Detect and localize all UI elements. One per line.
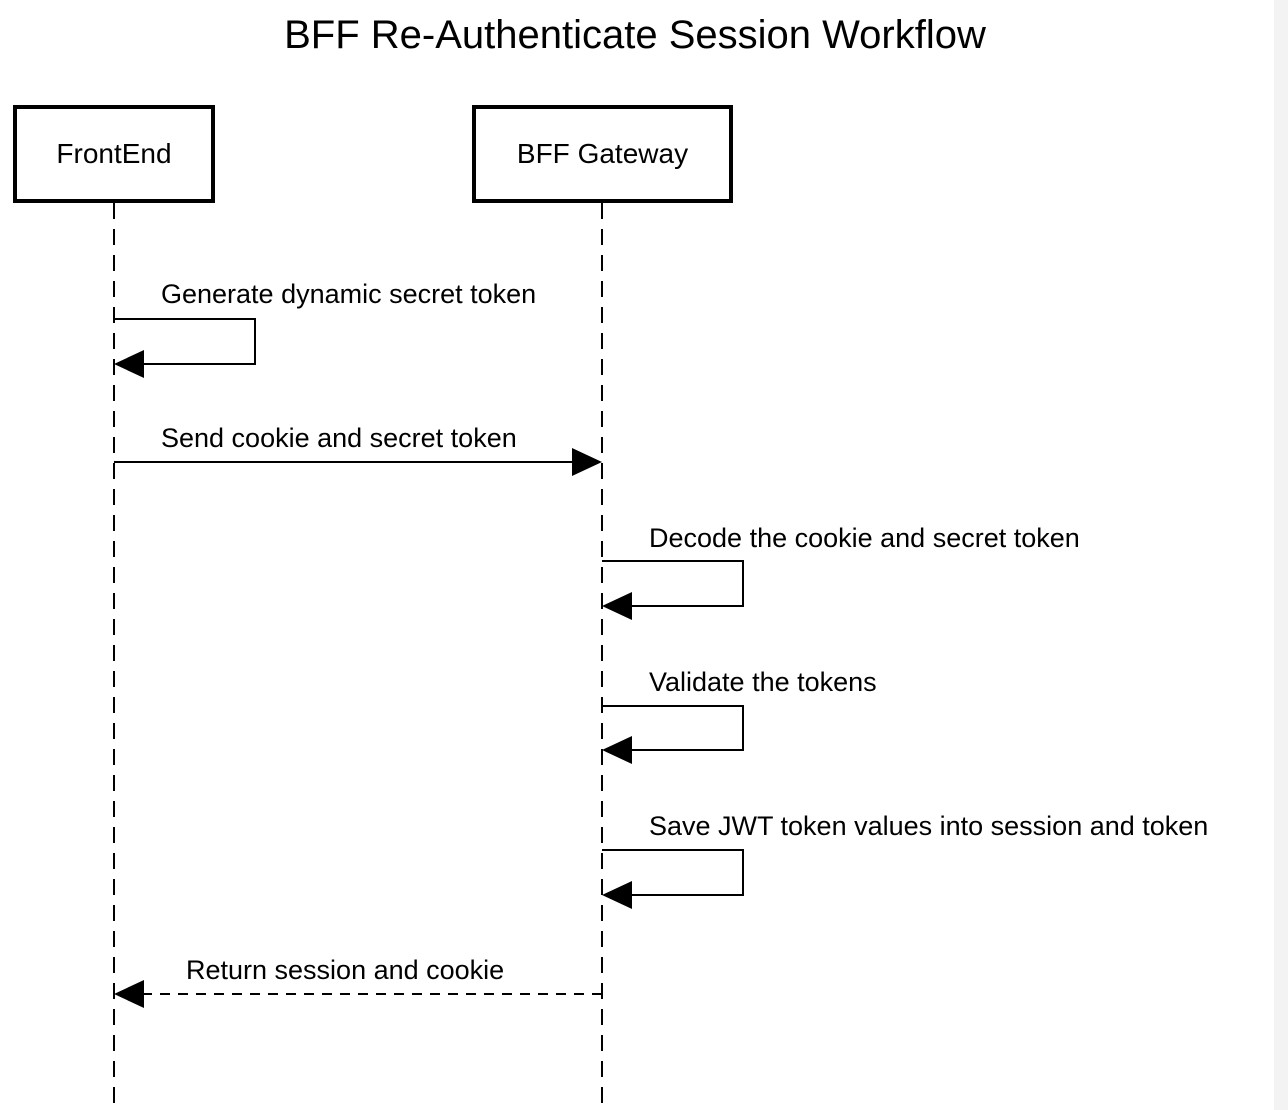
participant-bff-gateway: BFF Gateway: [472, 105, 733, 203]
arrowhead-icon: [602, 881, 632, 909]
self-message-arrow: [114, 318, 256, 365]
message-return-session: Return session and cookie: [114, 955, 602, 1008]
message-label: Return session and cookie: [186, 955, 504, 985]
window-edge: [1274, 0, 1288, 1110]
message-send-cookie: Send cookie and secret token: [114, 423, 602, 476]
arrowhead-icon: [114, 980, 144, 1008]
message-label: Validate the tokens: [649, 667, 877, 697]
message-label: Generate dynamic secret token: [161, 279, 536, 309]
self-message-arrow: [602, 705, 744, 751]
message-label: Send cookie and secret token: [161, 423, 517, 453]
message-save-jwt: Save JWT token values into session and t…: [602, 811, 1208, 909]
message-validate-tokens: Validate the tokens: [602, 667, 877, 764]
message-decode-cookie: Decode the cookie and secret token: [602, 523, 1080, 620]
message-label: Save JWT token values into session and t…: [649, 811, 1208, 841]
participant-frontend: FrontEnd: [13, 105, 215, 203]
message-label: Decode the cookie and secret token: [649, 523, 1080, 553]
participant-label: BFF Gateway: [516, 138, 689, 169]
self-message-arrow: [602, 560, 744, 607]
self-message-arrow: [602, 849, 744, 896]
message-generate-token: Generate dynamic secret token: [114, 279, 536, 378]
participant-label: FrontEnd: [56, 138, 172, 169]
arrowhead-icon: [572, 448, 602, 476]
arrowhead-icon: [602, 592, 632, 620]
page-title: BFF Re-Authenticate Session Workflow: [284, 13, 986, 57]
arrowhead-icon: [602, 736, 632, 764]
arrowhead-icon: [114, 350, 144, 378]
